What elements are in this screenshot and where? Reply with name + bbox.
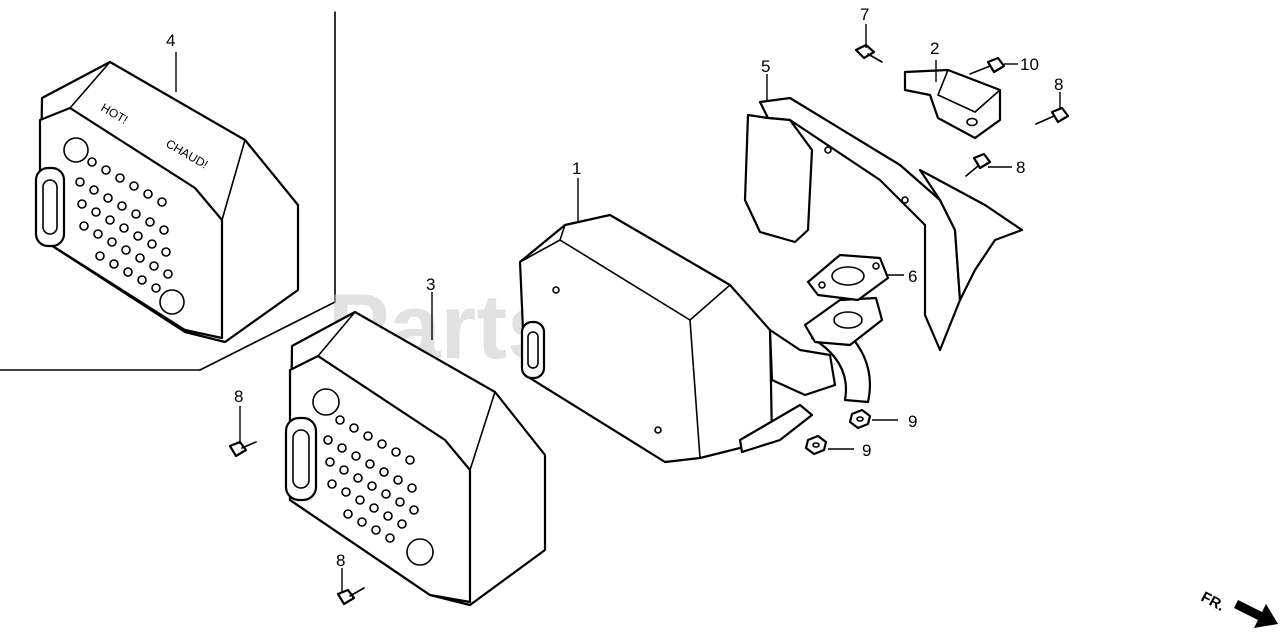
flange-bolt-8-b[interactable] <box>965 152 992 177</box>
guard-alt-perforation <box>75 157 173 293</box>
callout-8-a: 8 <box>1054 75 1063 94</box>
flange-bolt-8-d[interactable] <box>336 587 365 606</box>
callouts: 4 3 1 2 5 7 10 8 8 6 9 9 8 8 <box>166 5 1063 570</box>
callout-8-d: 8 <box>336 551 345 570</box>
flange-nut-9-a[interactable] <box>848 408 872 430</box>
flange-nut-9-b[interactable] <box>804 434 828 456</box>
callout-3: 3 <box>426 275 435 294</box>
callout-5: 5 <box>761 57 770 76</box>
front-direction-marker: FR. <box>1198 589 1278 628</box>
flange-bolt-8-c[interactable] <box>228 440 257 458</box>
callout-4: 4 <box>166 31 175 50</box>
callout-2: 2 <box>930 39 939 58</box>
callout-8-c: 8 <box>234 387 243 406</box>
leader-lines <box>175 24 1061 592</box>
callout-6: 6 <box>908 267 917 286</box>
flange-bolt-7[interactable] <box>854 43 883 63</box>
callout-10: 10 <box>1020 55 1039 74</box>
callout-9-a: 9 <box>908 412 917 431</box>
flange-bolt-8-a[interactable] <box>1035 106 1070 125</box>
flange-bolt-10[interactable] <box>969 56 1006 75</box>
muffler-protector[interactable] <box>743 96 1024 352</box>
callout-7: 7 <box>860 5 869 24</box>
muffler-guard-alt[interactable]: HOT! CHAUD! <box>34 60 300 344</box>
inset-frame <box>0 11 336 371</box>
muffler-guard[interactable] <box>284 310 547 607</box>
callout-8-b: 8 <box>1016 158 1025 177</box>
gasket[interactable] <box>806 253 890 302</box>
muffler[interactable] <box>518 213 837 464</box>
muffler-bracket[interactable] <box>903 68 1002 140</box>
callout-9-b: 9 <box>862 441 871 460</box>
guard-perforation <box>323 415 419 543</box>
exhaust-pipe[interactable] <box>803 296 884 404</box>
front-label: FR. <box>1198 589 1227 615</box>
callout-1: 1 <box>572 159 581 178</box>
front-arrow-icon <box>1234 600 1278 628</box>
